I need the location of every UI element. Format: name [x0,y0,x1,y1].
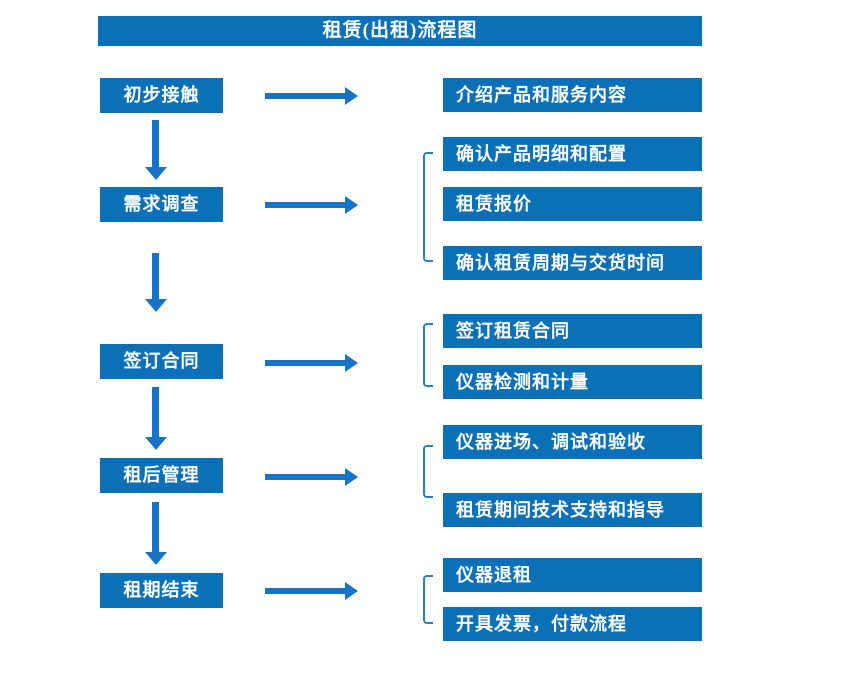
down-arrow-icon [145,120,167,180]
stage-box-rental-end: 租期结束 [100,573,223,608]
down-arrow-icon [145,387,167,450]
stage-box-initial-contact: 初步接触 [100,78,223,113]
stage-box-post-rental: 租后管理 [100,458,223,493]
right-arrow-icon [265,582,358,600]
group-bracket [423,323,433,387]
flowchart-title: 租赁(出租)流程图 [98,16,702,46]
down-arrow-icon [145,253,167,312]
target-box-rental-quote: 租赁报价 [443,187,702,221]
group-bracket [423,152,433,262]
target-box-confirm-details: 确认产品明细和配置 [443,137,702,171]
target-box-instrument-return: 仪器退租 [443,558,702,592]
target-box-invoice-payment: 开具发票，付款流程 [443,607,702,641]
stage-box-sign-contract: 签订合同 [100,344,223,379]
target-box-instrument-entry: 仪器进场、调试和验收 [443,425,702,459]
target-box-confirm-period: 确认租赁周期与交货时间 [443,246,702,280]
right-arrow-icon [265,87,358,105]
stage-box-demand-survey: 需求调查 [100,187,223,222]
target-box-sign-rental-contract: 签订租赁合同 [443,314,702,348]
group-bracket [423,575,433,624]
target-box-intro-products: 介绍产品和服务内容 [443,78,702,112]
right-arrow-icon [265,196,358,214]
down-arrow-icon [145,502,167,565]
group-bracket [423,445,433,498]
target-box-tech-support: 租赁期间技术支持和指导 [443,493,702,527]
right-arrow-icon [265,354,358,372]
right-arrow-icon [265,468,358,486]
target-box-instrument-testing: 仪器检测和计量 [443,365,702,399]
